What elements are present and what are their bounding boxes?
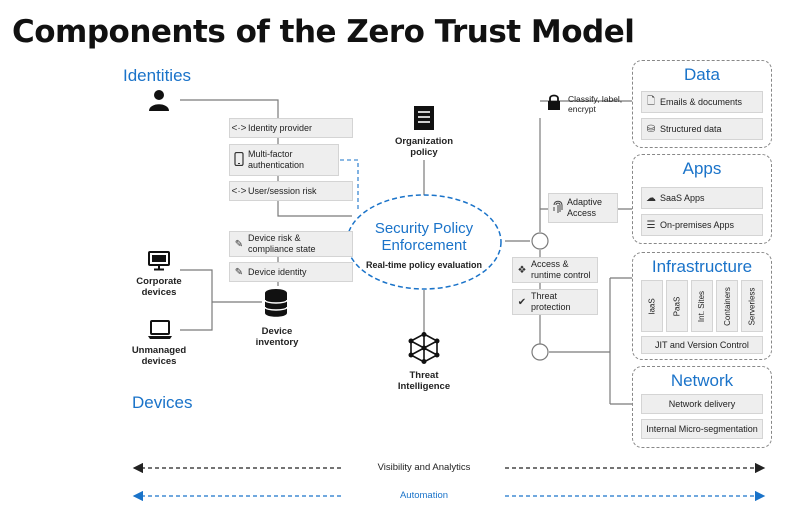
automation-label: Automation (399, 490, 449, 501)
cubes-icon: ❖ (517, 264, 527, 276)
user-session-risk-box: <·> User/session risk (229, 181, 353, 201)
int-sites-cell: Int. Sites (691, 280, 713, 332)
pencil-icon: ✎ (234, 266, 244, 278)
desktop-icon (148, 251, 170, 271)
micro-segmentation-box: Internal Micro-segmentation (641, 419, 763, 439)
threat-protection-label: Threat protection (531, 291, 571, 312)
mfa-label: Multi-factor authentication (248, 149, 305, 170)
lock-icon (548, 94, 560, 110)
infrastructure-heading: Infrastructure (651, 257, 753, 276)
access-runtime-label: Access & runtime control (531, 259, 591, 280)
containers-cell: Containers (716, 280, 738, 332)
corporate-devices-label: Corporate devices (136, 276, 182, 298)
device-risk-box: ✎ Device risk & compliance state (229, 231, 353, 257)
data-heading: Data (684, 65, 720, 84)
saas-apps-label: SaaS Apps (660, 192, 705, 203)
saas-apps-box: ☁ SaaS Apps (641, 187, 763, 209)
network-heading: Network (670, 371, 734, 390)
devices-heading: Devices (132, 393, 193, 412)
serverless-cell: Serverless (741, 280, 763, 332)
identity-provider-label: Identity provider (248, 122, 313, 133)
user-icon (149, 90, 169, 111)
threat-protection-box: ✔ Threat protection (512, 289, 598, 315)
device-inventory-label: Device inventory (255, 326, 299, 348)
pencil-icon: ✎ (234, 238, 244, 250)
onprem-apps-label: On-premises Apps (660, 219, 735, 230)
structured-data-label: Structured data (660, 123, 722, 134)
database-small-icon: ⛁ (646, 123, 656, 135)
laptop-icon (148, 320, 172, 339)
apps-heading: Apps (682, 159, 722, 178)
infrastructure-panel: Infrastructure IaaS PaaS Int. Sites Cont… (632, 252, 772, 360)
adaptive-access-label: Adaptive Access (567, 197, 603, 218)
emails-documents-label: Emails & documents (660, 96, 743, 107)
access-runtime-box: ❖ Access & runtime control (512, 257, 598, 283)
phone-icon (230, 151, 248, 169)
iaas-cell: IaaS (641, 280, 663, 332)
shield-check-icon: ✔ (517, 296, 527, 308)
database-icon (264, 289, 288, 317)
device-risk-label: Device risk & compliance state (248, 233, 316, 254)
unmanaged-devices-label: Unmanaged devices (131, 345, 187, 367)
org-policy-label: Organization policy (394, 136, 454, 158)
paas-cell: PaaS (666, 280, 688, 332)
document-small-icon: 🗋 (646, 95, 656, 107)
classify-label: Classify, label, encrypt (568, 94, 623, 114)
visibility-analytics-label: Visibility and Analytics (377, 462, 471, 473)
onprem-apps-box: ☰ On-premises Apps (641, 214, 763, 236)
page-title: Components of the Zero Trust Model (12, 14, 635, 50)
identity-provider-box: <·> Identity provider (229, 118, 353, 138)
network-panel: Network Network delivery Internal Micro-… (632, 366, 772, 448)
user-session-risk-label: User/session risk (248, 185, 317, 196)
emails-documents-box: 🗋 Emails & documents (641, 91, 763, 113)
jit-version-label: JIT and Version Control (655, 339, 749, 350)
security-policy-title: Security Policy Enforcement (374, 220, 474, 254)
device-identity-label: Device identity (248, 266, 307, 277)
server-icon: ☰ (646, 219, 656, 231)
threat-intel-label: Threat Intelligence (397, 370, 451, 392)
mfa-box: Multi-factor authentication (229, 144, 339, 176)
network-delivery-label: Network delivery (668, 398, 736, 409)
realtime-evaluation-label: Real-time policy evaluation (365, 260, 483, 270)
adaptive-access-box: Adaptive Access (548, 193, 618, 223)
data-panel: Data 🗋 Emails & documents ⛁ Structured d… (632, 60, 772, 148)
cloud-icon: ☁ (646, 192, 656, 204)
micro-segmentation-label: Internal Micro-segmentation (646, 423, 758, 434)
fingerprint-icon (549, 200, 567, 217)
apps-panel: Apps ☁ SaaS Apps ☰ On-premises Apps (632, 154, 772, 244)
identities-heading: Identities (123, 66, 192, 85)
network-graph-icon (408, 332, 440, 364)
document-icon (414, 106, 434, 130)
network-delivery-box: Network delivery (641, 394, 763, 414)
device-identity-box: ✎ Device identity (229, 262, 353, 282)
structured-data-box: ⛁ Structured data (641, 118, 763, 140)
code-arrows-icon: <·> (231, 122, 247, 134)
jit-version-box: JIT and Version Control (641, 336, 763, 354)
code-arrows-icon: <·> (231, 185, 247, 197)
